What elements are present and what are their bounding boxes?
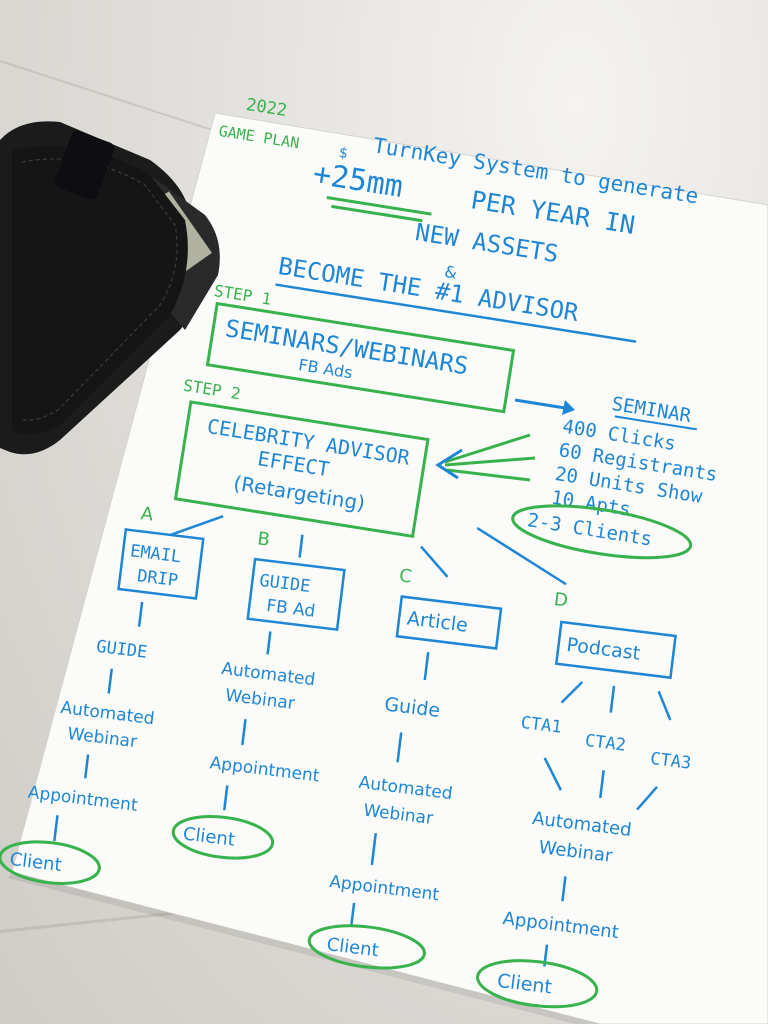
path-a-box	[117, 528, 205, 600]
path-c-client-circle	[307, 924, 426, 970]
seminar-stats: SEMINAR 400 Clicks 60 Registrants 20 Uni…	[511, 393, 719, 560]
arrow-down	[370, 833, 377, 866]
path-c-letter: C	[398, 565, 413, 587]
arrow-down	[107, 668, 113, 694]
header-line4-underline	[275, 283, 637, 343]
arrow-seminar-to-step2	[446, 468, 531, 482]
arrow-down	[350, 902, 356, 926]
arrow-head	[435, 448, 463, 480]
path-b-letter: B	[256, 528, 271, 550]
path-d-cta1: CTA1	[520, 713, 563, 738]
arrow-down	[560, 681, 584, 704]
step1-box	[205, 301, 516, 414]
arrow-down	[609, 685, 616, 713]
arrow-step1-to-seminar	[514, 398, 566, 410]
path-d-client-circle	[476, 959, 599, 1009]
path-b-box	[246, 557, 346, 632]
arrow-down	[241, 719, 247, 746]
path-a-box-line2: DRIP	[136, 566, 179, 591]
arrow-step2-to-a	[170, 515, 224, 537]
year-label: 2022	[245, 95, 289, 121]
arrow-down	[599, 770, 605, 799]
path-c-box	[395, 595, 503, 650]
arrow-seminar-to-step2	[444, 456, 536, 467]
arrow-step2-to-d	[476, 526, 567, 586]
arrow-down	[657, 690, 672, 721]
path-a-letter: A	[140, 503, 155, 525]
amount-underline	[331, 204, 423, 223]
arrow-down	[423, 652, 430, 681]
arrow-down	[298, 534, 304, 558]
arrow-down	[266, 631, 272, 655]
header-ampersand: &	[443, 262, 458, 283]
path-d-cta3: CTA3	[649, 749, 692, 774]
arrow-down	[396, 732, 403, 763]
paper-sheet	[11, 112, 768, 1024]
arrow-down	[53, 815, 59, 842]
amount-dollar: $	[338, 145, 349, 162]
arrow-head	[562, 400, 575, 415]
arrow-down	[543, 757, 563, 791]
arrow-down	[561, 876, 567, 902]
arrow-down	[222, 785, 229, 811]
seminar-title-underline	[614, 415, 698, 431]
path-d: D Podcast CTA1 CTA2 CTA3 Automated Webin…	[476, 526, 692, 1009]
step2-box	[173, 400, 430, 539]
path-d-box	[554, 620, 677, 680]
path-b-client-circle	[171, 815, 275, 860]
path-a-client-circle	[0, 840, 101, 885]
paper-shadow	[8, 872, 600, 1024]
amount-underline	[326, 196, 432, 216]
path-d-cta2: CTA2	[584, 731, 627, 756]
seminar-clients-circle	[511, 504, 693, 560]
wallet	[0, 121, 220, 455]
arrow-down	[636, 786, 658, 811]
arrow-seminar-to-step2	[444, 433, 531, 464]
arrow-down	[137, 601, 144, 627]
path-d-letter: D	[553, 589, 569, 612]
arrow-down	[83, 754, 90, 779]
wallet-strap	[54, 130, 115, 200]
arrow-step2-to-c	[420, 545, 449, 578]
